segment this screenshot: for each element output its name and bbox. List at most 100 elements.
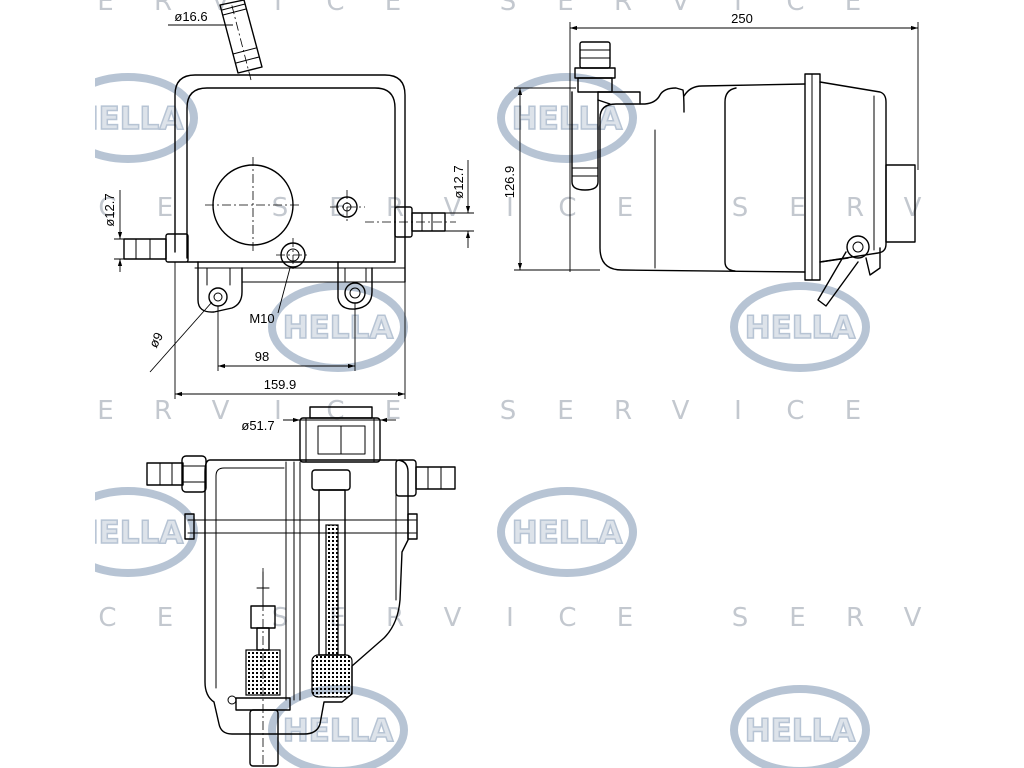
float-tube-hatch: [325, 524, 339, 656]
filler-neck-centerlines: [205, 157, 301, 253]
side-nozzle-base: [577, 77, 613, 93]
tank-inner-outline: [186, 87, 396, 263]
top-pipe-ribs: [221, 3, 260, 64]
front-view: ø51.7: [146, 406, 456, 767]
mount-rail: [194, 267, 406, 283]
sensor-port-centerlines: [330, 190, 365, 224]
hella-logo: HELLA: [497, 487, 637, 577]
left-pipe: [123, 238, 167, 260]
mount-hole-leader-line: [149, 301, 213, 373]
hella-logo: HELLA: [73, 73, 198, 163]
top-pipe-diameter-label: ø16.6: [174, 9, 207, 24]
cap-body: [299, 417, 381, 463]
sensor-tip: [256, 571, 270, 607]
top-view: ø16.6 ø12.7 ø12.7 M10 ø9 98 159.9: [102, 0, 474, 399]
left-pipe-ribs: [135, 238, 151, 260]
front-left-pipe-fitting: [181, 455, 207, 493]
front-left-fitting-lines: [181, 465, 207, 483]
front-body-outline: [204, 459, 409, 735]
left-pipe-fitting: [165, 233, 189, 263]
right-mount-tab-ribs: [344, 267, 367, 283]
overall-length-label: 250: [731, 11, 753, 26]
side-bottom-fitting: [846, 235, 870, 259]
tank-side-top-edge: [683, 83, 806, 97]
left-pipe-diameter-label: ø12.7: [102, 193, 117, 226]
front-left-pipe-ribs: [159, 462, 173, 486]
side-stem: [571, 91, 599, 191]
front-right-pipe: [415, 466, 456, 490]
overall-height-label: 126.9: [502, 166, 517, 199]
side-view: 250 126.9: [502, 11, 919, 307]
watermark-service-text: SERVICE: [500, 0, 861, 17]
front-left-pipe: [146, 462, 184, 486]
front-partition-lines: [285, 461, 301, 701]
watermark-service-text: SERVICE: [0, 193, 173, 223]
hella-logo-text: HELLA: [745, 310, 856, 346]
hella-logo-text: HELLA: [745, 713, 856, 749]
width-extension-lines: [174, 262, 406, 399]
left-mount-tab-ribs: [206, 267, 231, 286]
left-mount-tab: [197, 261, 243, 313]
tank-side-outline: [599, 117, 806, 273]
hella-logo: HELLA: [497, 73, 637, 163]
overall-width-label: 159.9: [264, 377, 297, 392]
hella-logo: HELLA: [268, 685, 408, 768]
tank-side-right-lobe-edge: [724, 87, 737, 272]
length-extension-lines: [569, 22, 919, 272]
side-nozzle-ribs: [579, 49, 611, 59]
left-mount-hole-inner: [213, 292, 223, 302]
watermark-service-text: SERVICE: [500, 396, 861, 426]
front-inner-left-wall: [215, 467, 285, 689]
left-pipe-extension-lines: [114, 238, 124, 260]
sensor-body: [245, 649, 281, 696]
left-mount-hole: [208, 287, 228, 307]
side-nozzle-tip: [579, 41, 611, 69]
hella-logo: HELLA: [73, 487, 198, 577]
hella-logo-ring: [497, 73, 637, 163]
hole-spacing-extension-lines: [217, 303, 356, 371]
float-bulb: [311, 654, 353, 698]
hella-logo-text: HELLA: [283, 713, 394, 749]
tank-side-top-left: [599, 87, 685, 119]
front-right-pipe-ribs: [427, 466, 442, 490]
hella-logo-ring: [730, 282, 870, 372]
hella-logo-ring: [730, 685, 870, 768]
watermark-service-text: SERVICE: [732, 193, 1024, 223]
tank-outer-frame: [174, 74, 406, 283]
m10-leader-line: [277, 267, 291, 314]
hella-logo: HELLA: [730, 685, 870, 768]
thread-label: M10: [249, 311, 274, 326]
hella-logo-text: HELLA: [283, 310, 394, 346]
hella-logo-text: HELLA: [73, 515, 184, 551]
right-pipe-diameter-label: ø12.7: [451, 165, 466, 198]
hella-logo-text: HELLA: [512, 515, 623, 551]
float-head: [311, 469, 351, 491]
hella-logo: HELLA: [268, 282, 408, 372]
hella-logo-ring: [95, 73, 198, 163]
hella-logo: HELLA: [730, 282, 870, 372]
side-bottom-bracket: [817, 247, 881, 307]
top-pipe-centerline: [230, 1, 252, 81]
mount-hole-diameter-label: ø9: [146, 330, 166, 350]
side-bottom-fitting-inner: [852, 241, 864, 253]
side-stem-ribs: [571, 167, 599, 177]
height-extension-lines: [514, 87, 600, 271]
hella-logo-text: HELLA: [73, 101, 184, 137]
watermark-service-text: SERVICE: [732, 603, 1024, 633]
watermark-service-text: SERVICE: [272, 193, 633, 223]
side-end-block: [885, 164, 916, 243]
side-stem-connector: [597, 91, 641, 105]
right-mount-hole-inner: [349, 287, 361, 299]
hella-logo-ring: [497, 487, 637, 577]
hole-spacing-label: 98: [255, 349, 269, 364]
cap-ribs: [305, 417, 375, 463]
front-drain-ring: [227, 695, 237, 705]
sensor-base: [249, 709, 279, 767]
front-flange-band: [187, 519, 417, 534]
m10-boss-centerlines: [276, 238, 310, 272]
front-left-bolt: [184, 513, 195, 540]
top-pipe: [219, 0, 263, 74]
